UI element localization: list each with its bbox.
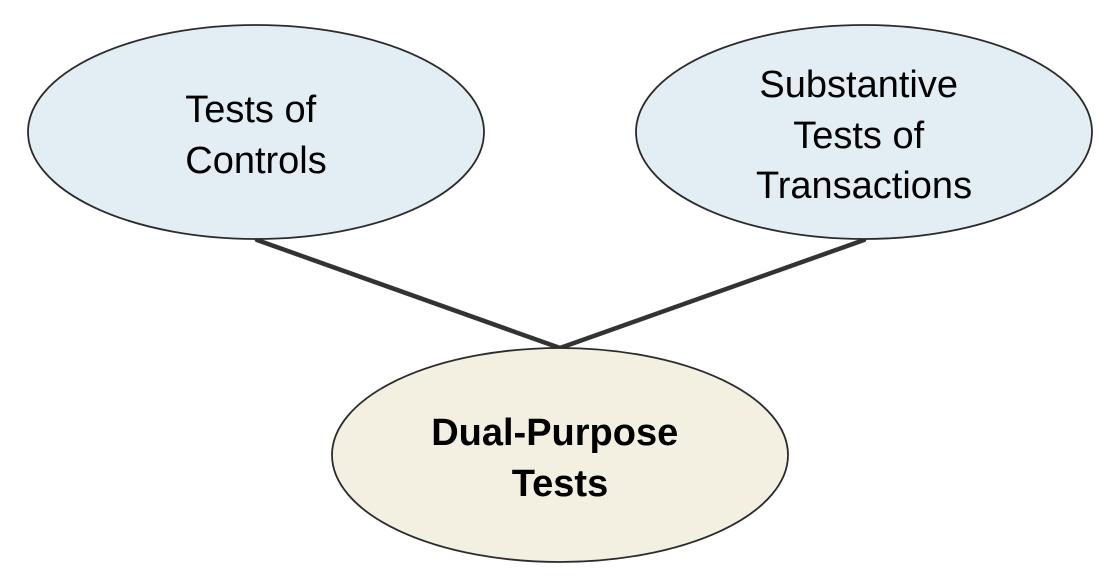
- node-dual-purpose-tests-shape: [331, 347, 789, 563]
- node-tests-of-controls-line-2: Controls: [185, 140, 327, 182]
- node-tests-of-controls: Tests of Controls: [27, 24, 485, 240]
- node-dual-purpose-tests-line-2: Tests: [512, 463, 608, 505]
- node-substantive-tests-shape: [635, 24, 1093, 240]
- node-tests-of-controls-label: Tests of Controls: [185, 89, 327, 182]
- node-dual-purpose-tests-line-1: Dual-Purpose: [431, 412, 678, 454]
- node-substantive-tests-label: Substantive Tests of Transactions: [756, 64, 972, 207]
- node-substantive-tests-line-1: Substantive: [759, 64, 958, 106]
- node-substantive-tests: Substantive Tests of Transactions: [635, 24, 1093, 240]
- node-dual-purpose-tests-label: Dual-Purpose Tests: [431, 412, 689, 505]
- node-substantive-tests-line-3: Transactions: [756, 165, 972, 207]
- node-substantive-tests-line-2: Tests of: [793, 115, 924, 157]
- connector-substantive-to-dual: [557, 237, 867, 351]
- node-tests-of-controls-shape: [27, 24, 485, 240]
- connector-controls-to-dual: [254, 237, 563, 351]
- node-dual-purpose-tests: Dual-Purpose Tests: [331, 347, 789, 563]
- node-tests-of-controls-line-1: Tests of: [185, 89, 316, 131]
